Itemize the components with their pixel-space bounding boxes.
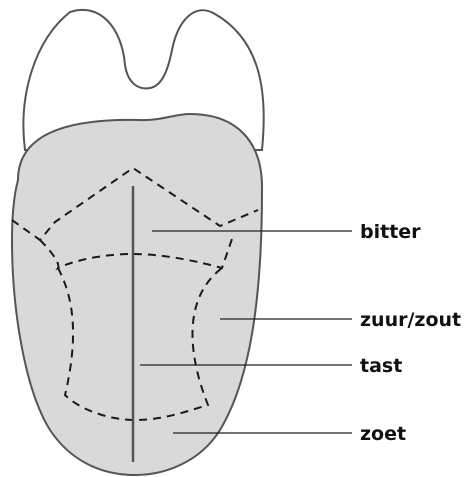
tongue-body <box>12 114 262 475</box>
bitter-label: bitter <box>360 221 421 243</box>
zuur-zout-label: zuur/zout <box>360 309 461 331</box>
zoet-label: zoet <box>360 423 406 445</box>
tast-label: tast <box>360 355 402 377</box>
